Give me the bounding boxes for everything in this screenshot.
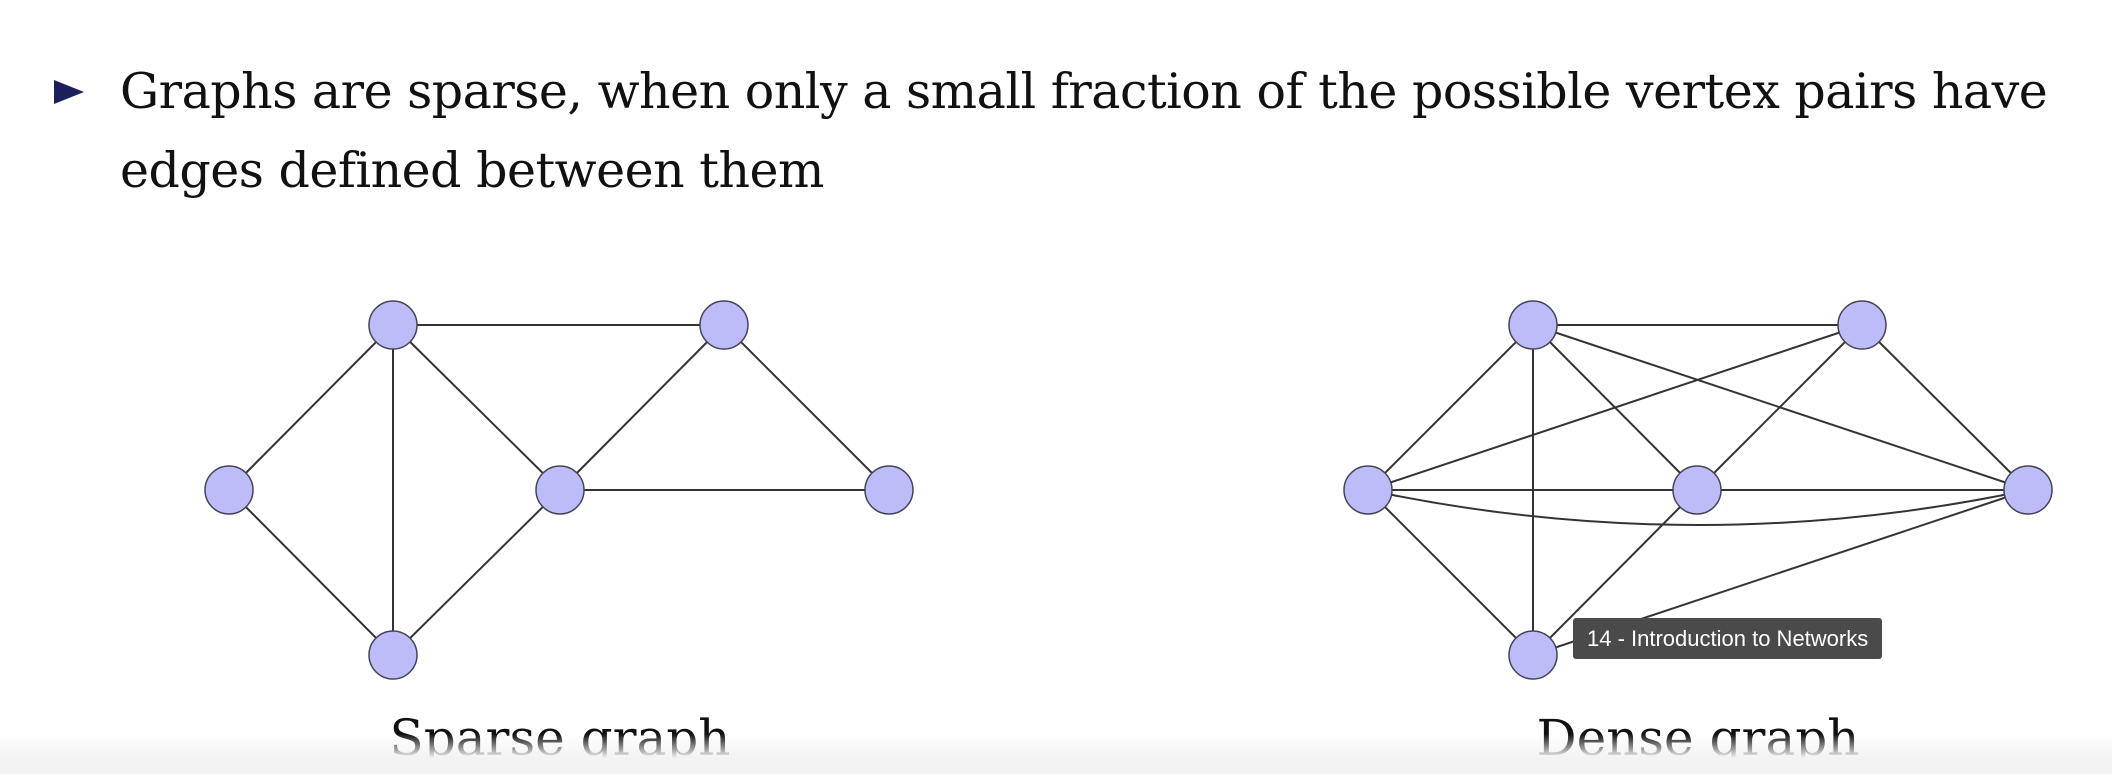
dense-edge-top-right-to-left: [1367, 324, 1863, 491]
dense-edge-left-to-right: [1367, 489, 2029, 526]
dense-node-bottom: [1508, 630, 1558, 680]
sparse-node-left: [204, 465, 254, 515]
dense-node-top-right: [1837, 300, 1887, 350]
sparse-edge-center-to-bottom: [392, 489, 561, 656]
bullet-triangle-icon: [54, 80, 84, 104]
sparse-node-bottom: [368, 630, 418, 680]
bullet-text: Graphs are sparse, when only a small fra…: [120, 63, 2048, 199]
dense-node-top-left: [1508, 300, 1558, 350]
sparse-node-top-left: [368, 300, 418, 350]
sparse-graph: [204, 300, 914, 680]
player-bottom-band: [0, 734, 2112, 774]
video-title-tooltip: 14 - Introduction to Networks: [1573, 618, 1883, 659]
sparse-edge-left-to-bottom: [228, 489, 394, 656]
dense-edge-top-left-to-left: [1367, 324, 1534, 491]
dense-node-center: [1672, 465, 1722, 515]
sparse-edge-top-right-to-right: [723, 324, 890, 491]
sparse-node-center: [535, 465, 585, 515]
sparse-node-right: [864, 465, 914, 515]
sparse-edge-top-right-to-center: [559, 324, 725, 491]
dense-graph: [1343, 300, 2053, 680]
dense-edge-left-to-bottom: [1367, 489, 1534, 656]
dense-edge-top-right-to-right: [1861, 324, 2029, 491]
dense-node-right: [2003, 465, 2053, 515]
dense-edge-top-right-to-center: [1696, 324, 1863, 491]
sparse-edge-top-left-to-center: [392, 324, 561, 491]
sparse-edge-top-left-to-left: [228, 324, 394, 491]
sparse-node-top-right: [699, 300, 749, 350]
dense-edge-center-to-bottom: [1532, 489, 1698, 656]
dense-node-left: [1343, 465, 1393, 515]
